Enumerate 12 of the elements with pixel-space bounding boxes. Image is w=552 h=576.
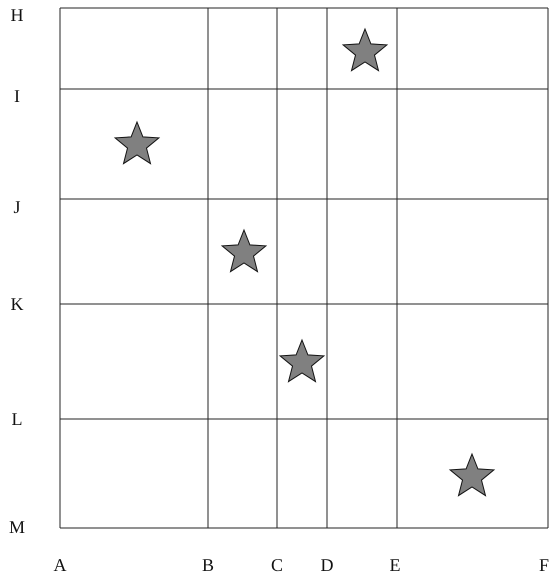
axis-label: M bbox=[9, 517, 25, 537]
axis-label: D bbox=[320, 555, 334, 575]
axis-label: H bbox=[10, 5, 24, 25]
axis-label: L bbox=[12, 409, 22, 429]
axis-label: I bbox=[14, 86, 20, 106]
axis-label: C bbox=[271, 555, 283, 575]
axis-label: A bbox=[54, 555, 66, 575]
axis-label: J bbox=[14, 197, 20, 217]
axis-label: F bbox=[539, 555, 549, 575]
axis-label: B bbox=[202, 555, 214, 575]
axis-label: K bbox=[10, 294, 24, 314]
axis-label: E bbox=[390, 555, 400, 575]
